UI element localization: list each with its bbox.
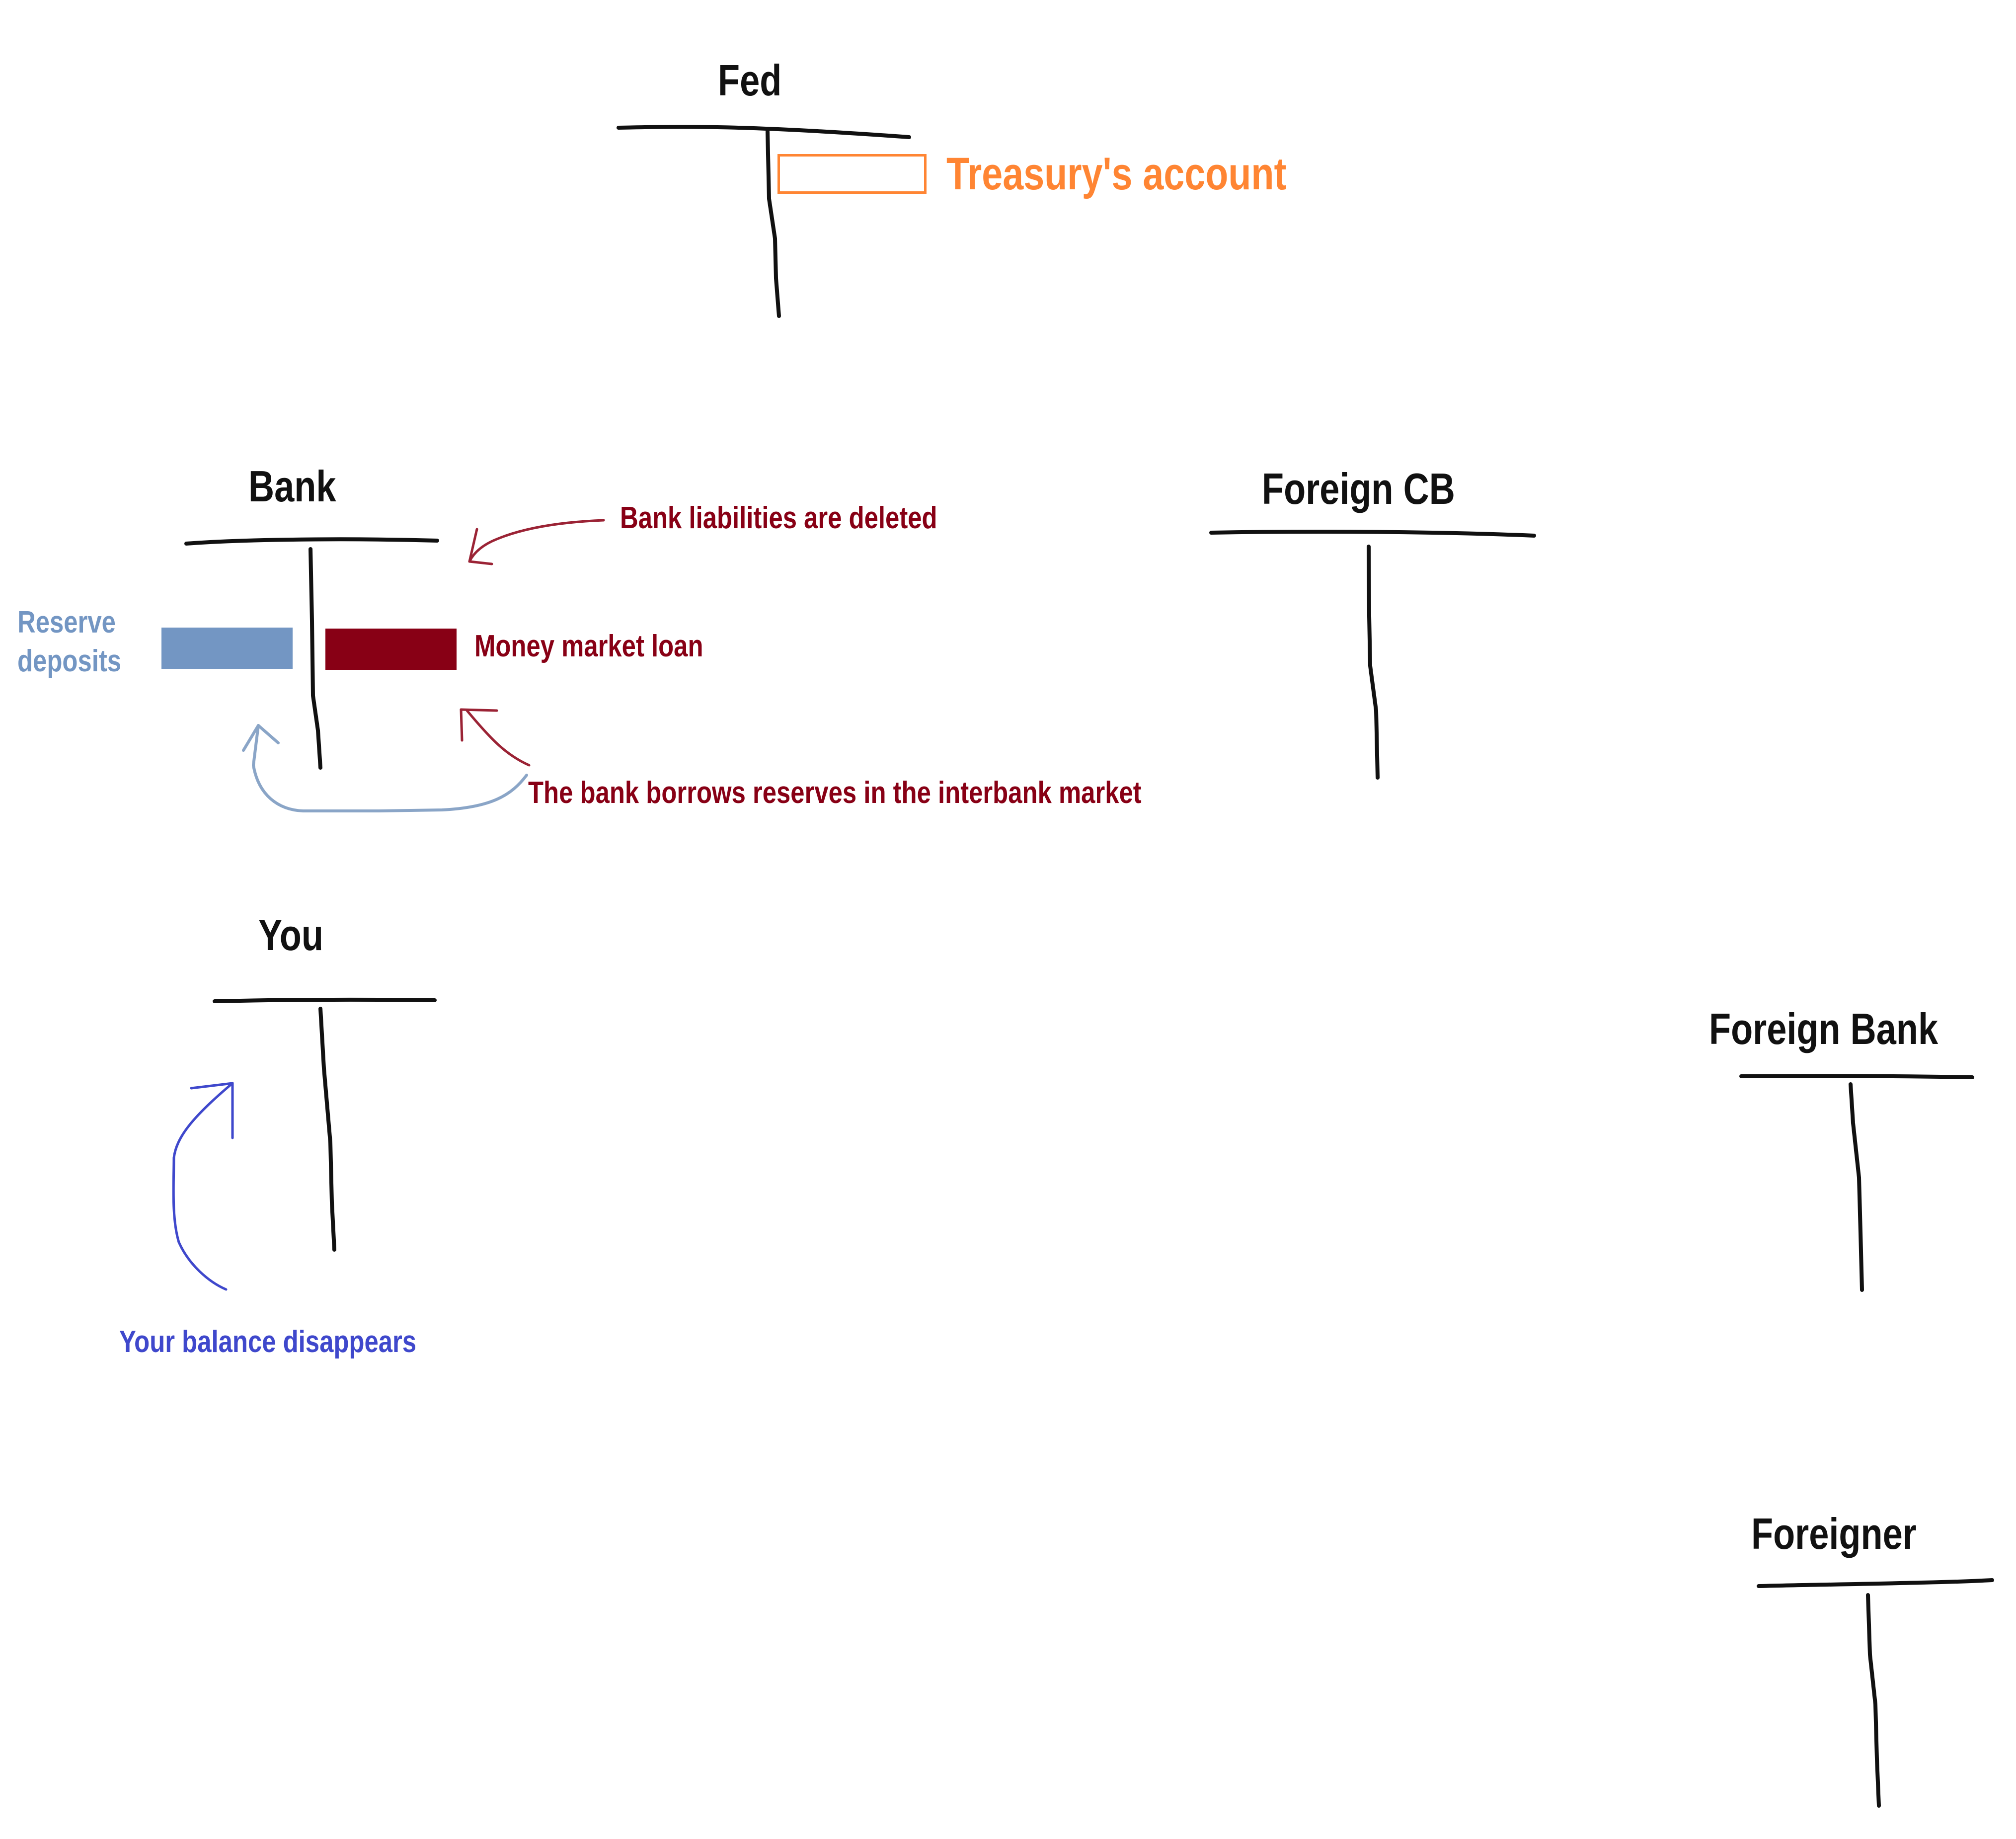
bank-title: Bank — [248, 462, 336, 511]
treasury-account-label: Treasury's account — [946, 149, 1287, 199]
foreigner-t-account — [1757, 1578, 1994, 1808]
reserve-deposits-label-line2: deposits — [17, 644, 122, 678]
foreigner-title: Foreigner — [1751, 1509, 1917, 1558]
foreign-bank-t-account — [1739, 1074, 1974, 1292]
liabilities-deleted-label: Bank liabilities are deleted — [620, 501, 937, 535]
you-t-account — [213, 997, 437, 1252]
balance-disappears-label: Your balance disappears — [119, 1325, 417, 1359]
money-market-loan-block — [325, 629, 457, 670]
borrows-reserves-label: The bank borrows reserves in the interba… — [528, 776, 1142, 810]
treasury-account-block — [777, 154, 927, 194]
balance-disappears-arrow — [172, 1082, 234, 1291]
liabilities-deleted-arrow — [468, 519, 605, 565]
reserves-flow-arrow — [242, 724, 528, 812]
foreign-cb-title: Foreign CB — [1262, 464, 1455, 513]
foreign-bank-title: Foreign Bank — [1709, 1004, 1938, 1053]
reserve-deposits-label-line1: Reserve — [17, 605, 116, 640]
you-title: You — [258, 910, 323, 959]
reserve-deposits-block — [161, 628, 293, 669]
bank-t-account — [184, 537, 439, 770]
borrows-reserves-arrow — [460, 708, 531, 767]
fed-t-account — [617, 125, 911, 318]
money-market-loan-label: Money market loan — [474, 629, 703, 663]
fed-title: Fed — [718, 56, 782, 105]
foreign-cb-t-account — [1209, 530, 1536, 780]
